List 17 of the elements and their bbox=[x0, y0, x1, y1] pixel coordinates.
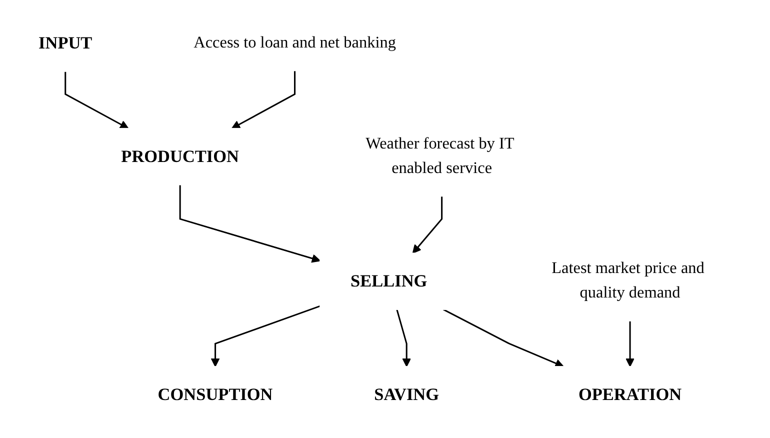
arrow bbox=[412, 196, 443, 254]
node-text: INPUT bbox=[38, 33, 92, 53]
arrow bbox=[179, 184, 321, 263]
node-text: SAVING bbox=[374, 384, 440, 404]
node-text: Latest market price and quality demand bbox=[552, 260, 704, 302]
node-text: Access to loan and net banking bbox=[194, 34, 396, 52]
arrow bbox=[231, 70, 296, 129]
node-text: OPERATION bbox=[578, 384, 682, 404]
arrow bbox=[626, 320, 634, 367]
node-text: CONSUPTION bbox=[158, 384, 273, 404]
arrow bbox=[210, 305, 320, 367]
arrow bbox=[442, 308, 564, 368]
node-text: PRODUCTION bbox=[121, 146, 239, 166]
arrow bbox=[64, 71, 129, 129]
node-text: Weather forecast by IT enabled service bbox=[366, 135, 514, 177]
arrow bbox=[396, 309, 412, 367]
node-text: SELLING bbox=[350, 271, 428, 291]
